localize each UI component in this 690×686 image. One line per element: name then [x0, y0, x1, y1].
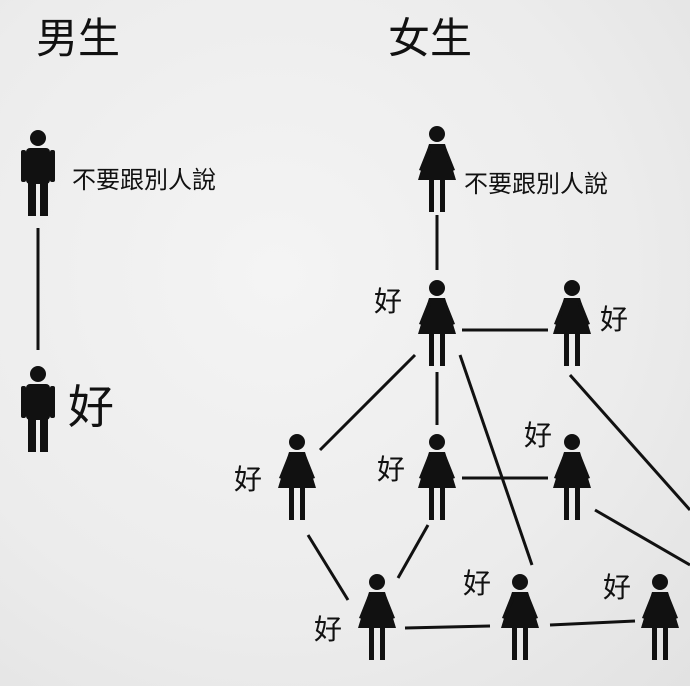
female-figure-1: [418, 280, 456, 366]
female-figure-6: [358, 574, 396, 660]
male-figure-1: [21, 130, 55, 216]
female-title: 女生: [388, 14, 473, 63]
line-f2-offscreen: [568, 374, 690, 511]
female-figure-5: [553, 434, 591, 520]
line-f6-f7: [404, 624, 491, 630]
female-figure-8: [641, 574, 679, 660]
female-figure-2: [553, 280, 591, 366]
female-reply-5: 好: [524, 419, 553, 452]
male-secret-text: 不要跟別人說: [72, 166, 216, 194]
female-figure-3: [278, 434, 316, 520]
female-reply-1: 好: [374, 285, 403, 318]
female-figure-4: [418, 434, 456, 520]
female-reply-6: 好: [314, 613, 343, 646]
connection-lines: [36, 215, 690, 630]
line-f3-f6: [306, 534, 350, 601]
line-f5-offscreen: [594, 508, 690, 567]
line-f1-f3: [318, 353, 417, 452]
male-figure-2: [21, 366, 55, 452]
male-reply-text: 好: [68, 380, 114, 434]
female-figure-7: [501, 574, 539, 660]
female-reply-4: 好: [377, 453, 406, 486]
female-secret-text: 不要跟別人說: [464, 170, 608, 198]
female-reply-3: 好: [234, 463, 263, 496]
line-f7-f8: [549, 619, 636, 627]
female-reply-7: 好: [463, 567, 492, 600]
line-f1-f7: [458, 354, 534, 566]
male-title: 男生: [36, 14, 121, 63]
female-reply-8: 好: [603, 571, 632, 604]
female-reply-2: 好: [600, 303, 629, 336]
female-figure-0: [418, 126, 456, 212]
line-f4-f6: [396, 524, 430, 579]
